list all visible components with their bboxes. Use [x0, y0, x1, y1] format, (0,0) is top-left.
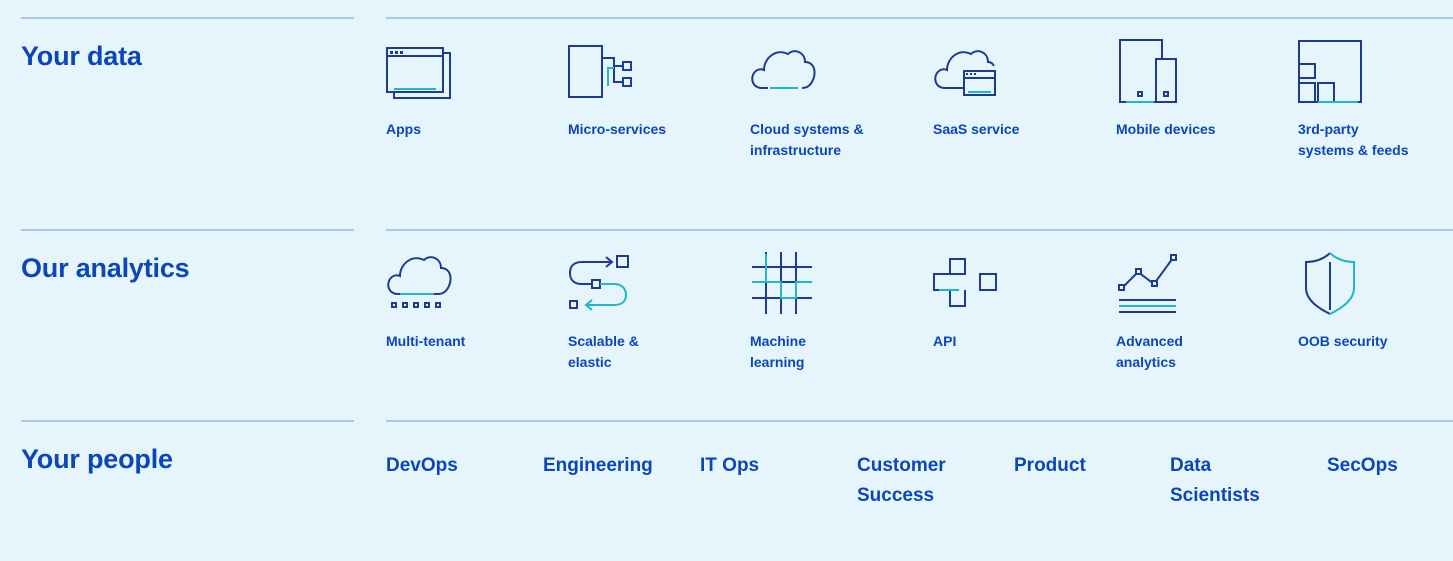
people-item-devops: DevOps: [386, 455, 458, 476]
item-label: SaaS service: [933, 121, 1020, 137]
people-item-engineering: Engineering: [543, 455, 653, 476]
multi-tenant-cloud-icon: [387, 256, 452, 308]
item-label: Micro-services: [568, 121, 667, 137]
cloud-icon: [751, 50, 816, 89]
api-blocks-icon: [933, 258, 997, 307]
item-label: Apps: [386, 121, 421, 137]
item-label: OOB security: [1298, 333, 1388, 349]
item-label: Mobile devices: [1116, 121, 1216, 137]
item-label: API: [933, 333, 957, 349]
divider: [386, 17, 1453, 19]
mobile-devices-icon: [1119, 39, 1177, 103]
divider: [21, 17, 354, 19]
shield-icon: [1305, 252, 1355, 315]
divider: [21, 420, 354, 422]
divider: [386, 229, 1453, 231]
people-item-it-ops: IT Ops: [700, 455, 760, 476]
scalable-arrows-icon: [568, 255, 629, 311]
section-heading: Our analytics: [21, 253, 190, 283]
item-label: Machine learning: [750, 333, 807, 370]
micro-services-icon: [568, 45, 632, 98]
item-label: Scalable & elastic: [568, 333, 639, 370]
item-label: Cloud systems & infrastructure: [750, 121, 864, 158]
item-label: 3rd-party systems & feeds: [1298, 121, 1409, 158]
analytics-line-icon: [1118, 254, 1177, 313]
section-heading: Your data: [21, 41, 142, 71]
people-item-secops: SecOps: [1327, 455, 1398, 476]
divider: [386, 420, 1453, 422]
third-party-systems-icon: [1298, 40, 1362, 103]
people-item-product: Product: [1014, 455, 1086, 476]
item-label: Advanced analytics: [1116, 333, 1183, 370]
section-heading: Your people: [21, 444, 173, 474]
machine-learning-grid-icon: [752, 252, 812, 314]
divider: [21, 229, 354, 231]
item-label: Multi-tenant: [386, 333, 466, 349]
people-item-customer-success: Customer Success: [857, 455, 946, 506]
people-item-data-scientists: Data Scientists: [1170, 455, 1260, 506]
saas-cloud-icon: [934, 50, 996, 96]
app-window-icon: [386, 47, 451, 99]
